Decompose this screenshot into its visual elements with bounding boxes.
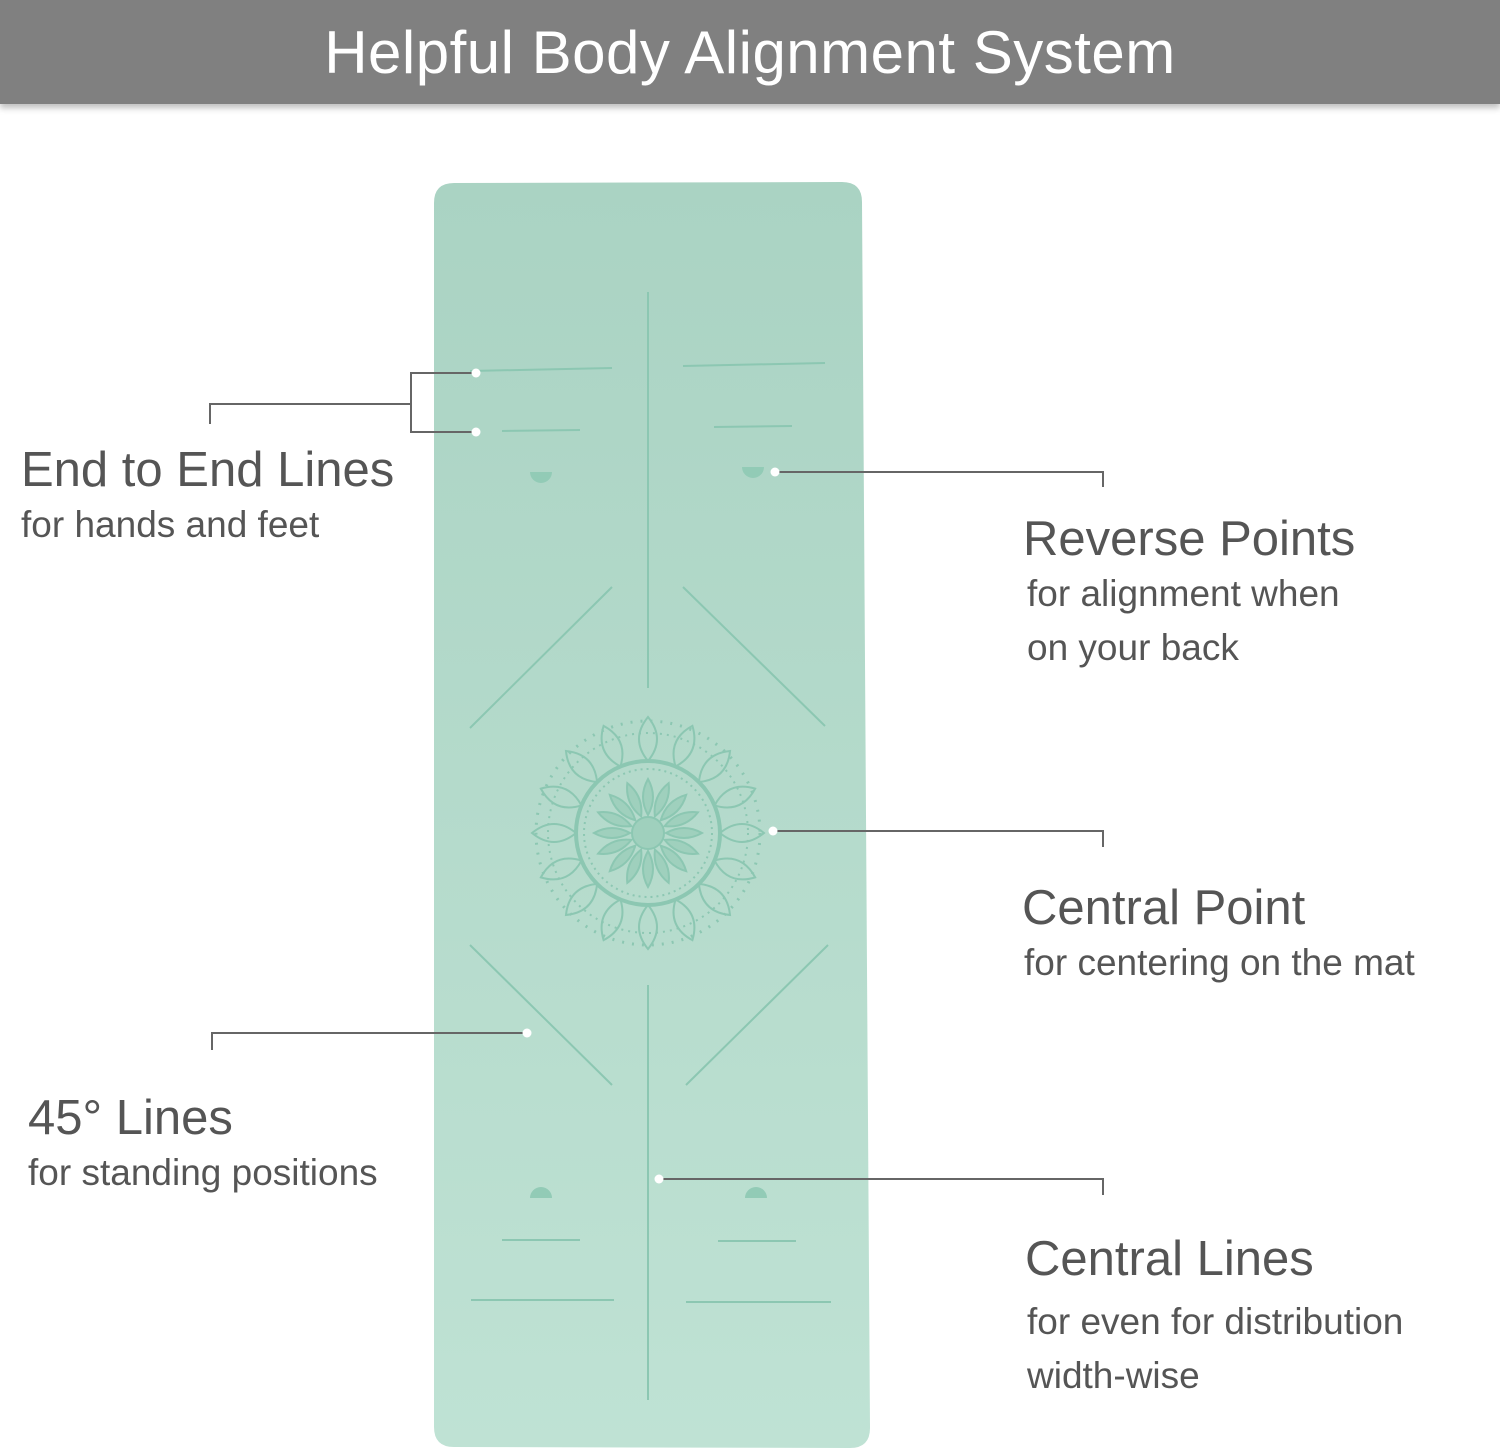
callout-title: Reverse Points (1023, 512, 1356, 566)
header-banner: Helpful Body Alignment System (0, 0, 1500, 104)
callout-title: End to End Lines (21, 443, 395, 497)
callout-subtitle: for standing positions (28, 1152, 378, 1193)
callout-subtitle: for hands and feet (21, 504, 320, 545)
yoga-mat (434, 182, 870, 1448)
callout-subtitle: for alignment when (1027, 573, 1340, 614)
callout-45-degree-lines: 45° Lines for standing positions (28, 1090, 378, 1200)
callout-end-to-end-lines: End to End Lines for hands and feet (21, 442, 394, 552)
callout-dots (471, 368, 780, 1184)
callout-title: Central Point (1022, 881, 1306, 935)
callout-central-point: Central Point for centering on the mat (1022, 880, 1415, 990)
reverse-point-marks (530, 467, 767, 1198)
callout-leaders (209, 372, 1104, 1195)
callout-subtitle: for centering on the mat (1024, 942, 1415, 983)
alignment-lines (469, 292, 831, 1400)
callout-title: 45° Lines (28, 1091, 233, 1145)
callout-subtitle: on your back (1027, 627, 1239, 668)
mandala-central-point (531, 715, 765, 950)
page-title: Helpful Body Alignment System (324, 18, 1176, 86)
callout-central-lines: Central Lines for even for distribution … (1025, 1231, 1403, 1403)
callout-subtitle: width-wise (1027, 1355, 1200, 1396)
callout-reverse-points: Reverse Points for alignment when on you… (1023, 511, 1355, 675)
callout-title: Central Lines (1025, 1232, 1314, 1286)
callout-subtitle: for even for distribution (1027, 1301, 1404, 1342)
